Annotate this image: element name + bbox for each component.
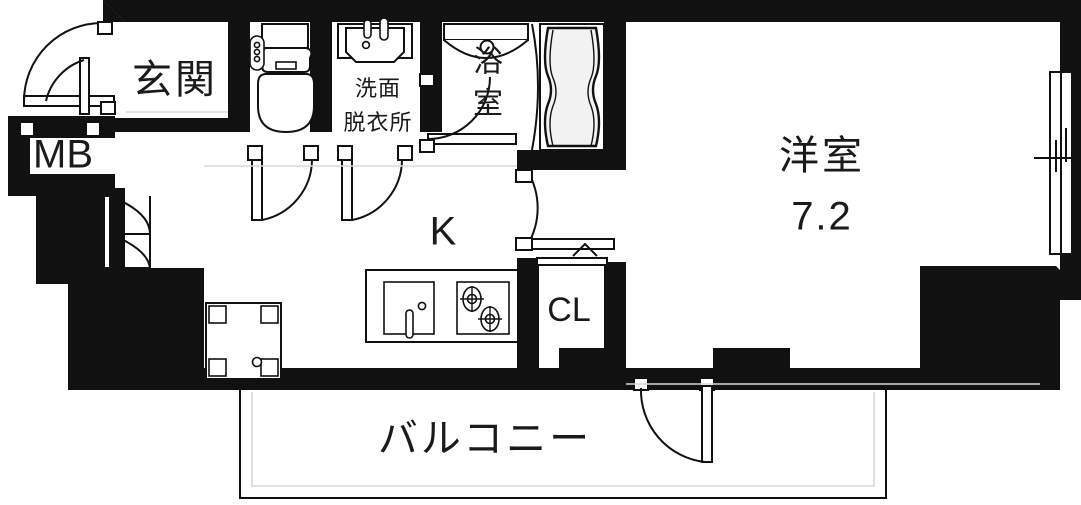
washbasin-fixture [337, 17, 413, 63]
room-door-jamb [515, 169, 533, 183]
room-labels: 玄関 MB 洗面 脱衣所 浴 室 K CL 洋室 7.2 バルコニー [33, 45, 865, 463]
closet-bottom-block [559, 348, 604, 368]
washroom-door-leaf[interactable] [341, 157, 353, 221]
entrance-door-arc-2 [45, 59, 85, 102]
label-room-size: 7.2 [791, 195, 853, 239]
entrance-door-leaf-2[interactable] [79, 57, 90, 115]
label-meter-box: MB [33, 133, 93, 177]
washroom-door-jamb [337, 145, 353, 161]
label-genkan: 玄関 [132, 57, 218, 103]
bath-partition [531, 23, 539, 151]
bathroom-door[interactable] [419, 73, 517, 153]
shoe-cabinet-leaf[interactable] [103, 195, 111, 269]
toilet-fixture [249, 23, 315, 134]
mb-door-hinge-left [19, 121, 35, 137]
toilet-seat-hinge [275, 61, 297, 70]
sink-faucet [405, 309, 414, 339]
room-door-leaf[interactable] [527, 238, 615, 250]
meter-box-door[interactable] [19, 121, 101, 137]
western-room-door[interactable] [515, 169, 615, 251]
label-bathroom-line1: 浴 [473, 45, 505, 80]
balcony-door-leaf[interactable] [701, 385, 713, 463]
washbasin-spout [379, 17, 389, 41]
sink-drain [417, 301, 427, 311]
label-closet: CL [547, 291, 590, 329]
mb-floor [30, 138, 115, 174]
entrance-door[interactable] [23, 21, 116, 115]
bathroom-door-jamb-2 [419, 139, 435, 153]
kitchen-counter [365, 269, 519, 343]
closet-floor-2 [539, 262, 604, 348]
closet-folding-door[interactable] [536, 242, 608, 266]
washroom-door-arc [351, 159, 403, 221]
balcony-rail-outer [239, 390, 887, 499]
toilet-door-leaf[interactable] [251, 157, 263, 221]
toilet-door[interactable] [247, 145, 319, 221]
label-washroom-line1: 洗面 [355, 77, 401, 102]
balcony-door-arc [639, 387, 706, 463]
washbasin-drain [361, 40, 371, 50]
label-washroom-line2: 脱衣所 [343, 111, 412, 136]
shower-head-icon [479, 39, 495, 55]
closet-door-fold [572, 242, 598, 257]
toilet-door-jamb [247, 145, 263, 161]
bathroom-door-leaf[interactable] [427, 133, 517, 145]
stove-burner-2 [478, 306, 502, 332]
shoe-cabinet-folding-door[interactable] [103, 195, 151, 271]
toilet-door-arc [261, 159, 313, 221]
label-bathroom-line2: 室 [473, 87, 505, 122]
service-shaft-mass [68, 268, 204, 390]
washing-machine-pan [205, 302, 282, 380]
washroom-door-jamb-2 [397, 145, 413, 161]
stove-burner-1 [460, 286, 484, 312]
guide-lines [126, 111, 1040, 385]
label-balcony: バルコニー [378, 416, 592, 462]
bathroom-door-arc [427, 76, 491, 140]
room-door-jamb-2 [515, 237, 533, 251]
closet-door-track[interactable] [536, 257, 608, 266]
entrance-door-arc [23, 22, 103, 102]
washbasin-faucet [363, 19, 372, 39]
mb-door-hinge-right [85, 121, 101, 137]
label-western-room: 洋室 [779, 133, 865, 179]
entrance-door-jamb-2 [100, 101, 116, 115]
balcony-outline [239, 390, 887, 499]
bathroom-door-jamb [419, 73, 435, 87]
bathtub-inner [543, 26, 601, 148]
entrance-door-jamb [97, 21, 113, 35]
balcony-rail-inner [251, 392, 875, 487]
bathroom-fixtures [443, 23, 605, 151]
toilet-door-jamb-2 [303, 145, 319, 161]
bath-vanity [443, 23, 529, 41]
balcony-sliding-door[interactable] [633, 377, 715, 463]
toilet-bowl [257, 73, 315, 134]
genkan-floor [125, 22, 228, 118]
room-side-window[interactable] [1034, 71, 1081, 255]
washbasin-bowl [345, 27, 405, 63]
label-kitchen: K [430, 210, 457, 254]
washroom-door[interactable] [337, 145, 413, 221]
